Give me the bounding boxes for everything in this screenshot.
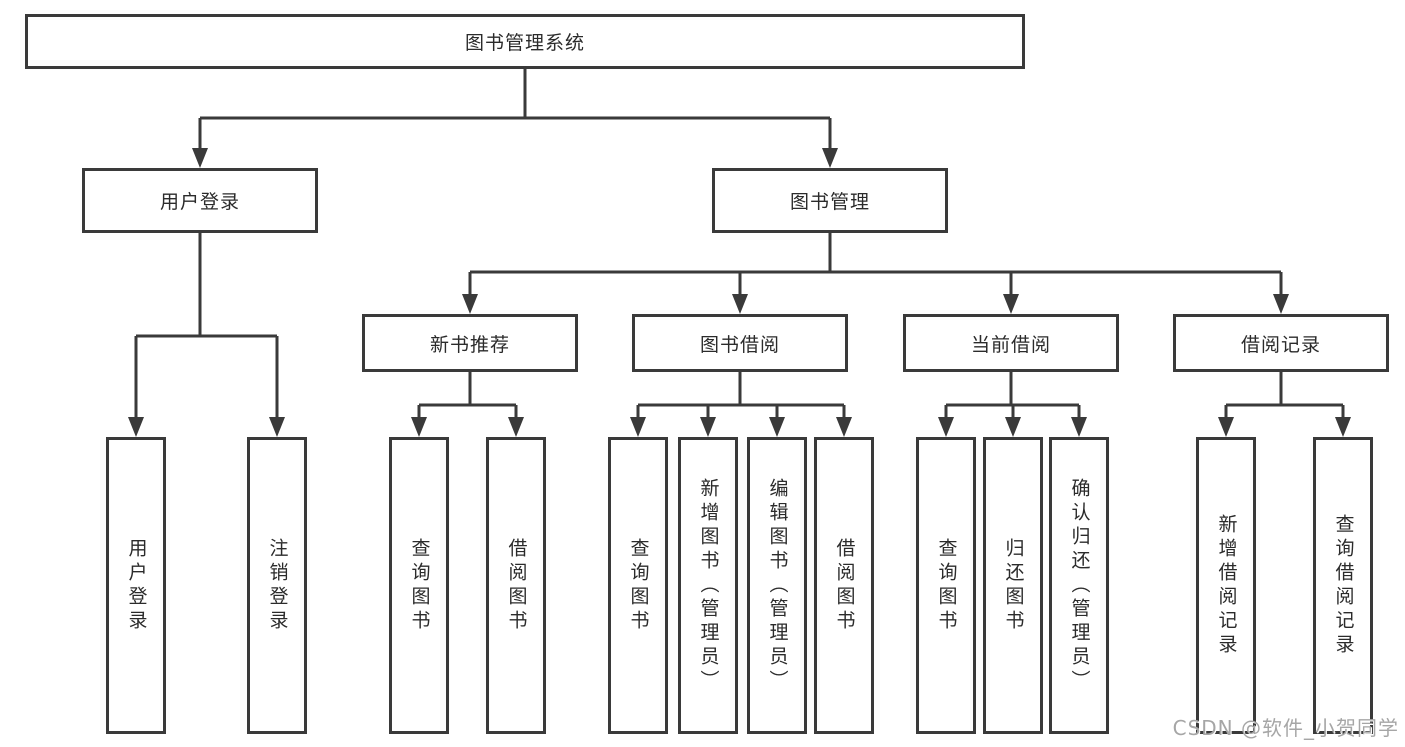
node-label: 确认归还（管理员） (1068, 477, 1091, 694)
leaf-confirm-return-admin: 确认归还（管理员） (1049, 437, 1109, 734)
node-label: 用户登录 (159, 191, 240, 213)
leaf-user-login: 用户登录 (106, 437, 166, 734)
leaf-query-book-3: 查询图书 (916, 437, 976, 734)
node-label: 归还图书 (1002, 537, 1025, 634)
node-label: 图书管理 (789, 191, 870, 213)
node-label: 用户登录 (125, 537, 148, 634)
leaf-query-book-1: 查询图书 (389, 437, 449, 734)
leaf-add-book-admin: 新增图书（管理员） (678, 437, 738, 734)
node-new-book-recommend: 新书推荐 (362, 314, 578, 372)
node-label: 注销登录 (266, 537, 289, 634)
arrowhead-icons (128, 148, 1351, 437)
leaf-query-book-2: 查询图书 (608, 437, 668, 734)
node-book-management: 图书管理 (712, 168, 948, 233)
node-label: 查询图书 (627, 537, 650, 634)
leaf-edit-book-admin: 编辑图书（管理员） (747, 437, 807, 734)
node-label: 查询图书 (935, 537, 958, 634)
leaf-borrow-book-1: 借阅图书 (486, 437, 546, 734)
node-library-management-system: 图书管理系统 (25, 14, 1025, 69)
leaf-query-borrow-record: 查询借阅记录 (1313, 437, 1373, 734)
node-user-login-group: 用户登录 (82, 168, 318, 233)
node-current-borrow: 当前借阅 (903, 314, 1119, 372)
node-label: 借阅图书 (833, 537, 856, 634)
node-borrow-record: 借阅记录 (1173, 314, 1389, 372)
leaf-borrow-book-2: 借阅图书 (814, 437, 874, 734)
node-label: 图书借阅 (699, 333, 780, 356)
leaf-logout: 注销登录 (247, 437, 307, 734)
node-label: 当前借阅 (970, 333, 1051, 356)
node-label: 查询图书 (408, 537, 431, 634)
node-label: 新书推荐 (429, 333, 510, 356)
leaf-return-book: 归还图书 (983, 437, 1043, 734)
node-label: 图书管理系统 (464, 32, 585, 54)
node-label: 编辑图书（管理员） (766, 477, 789, 694)
node-label: 借阅记录 (1240, 333, 1321, 356)
node-book-borrow: 图书借阅 (632, 314, 848, 372)
node-label: 新增借阅记录 (1215, 513, 1238, 658)
node-label: 新增图书（管理员） (697, 477, 720, 694)
leaf-add-borrow-record: 新增借阅记录 (1196, 437, 1256, 734)
node-label: 查询借阅记录 (1332, 513, 1355, 658)
csdn-watermark: CSDN @软件_小贺同学 (1172, 716, 1399, 740)
node-label: 借阅图书 (505, 537, 528, 634)
